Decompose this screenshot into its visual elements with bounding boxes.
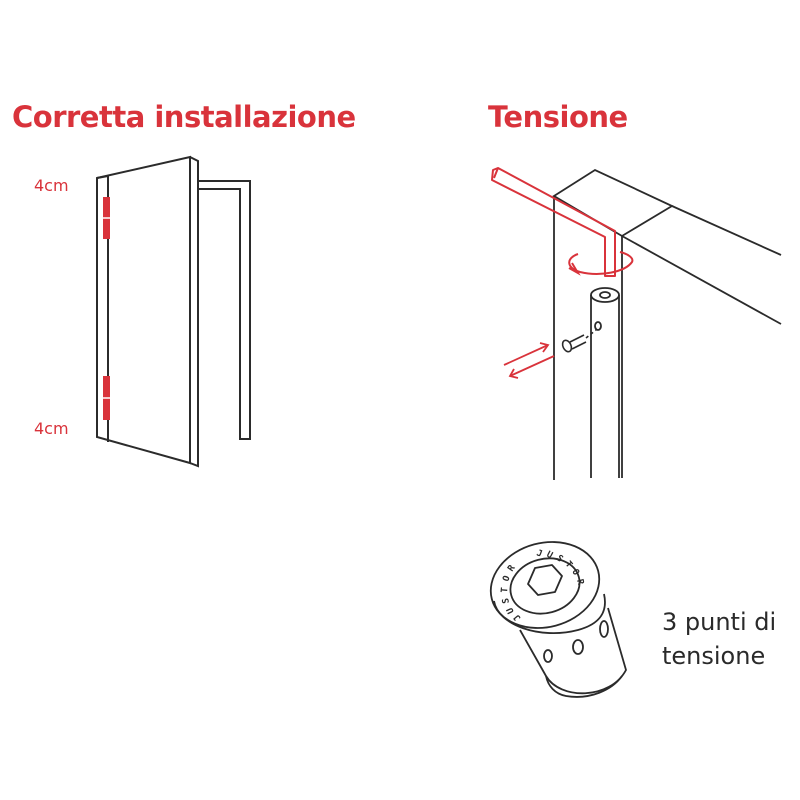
caption-line-1: 3 punti di: [662, 608, 777, 636]
frame-corner-illustration: [552, 168, 782, 480]
hex-key-icon: [491, 167, 616, 277]
screw-icon: [561, 329, 597, 353]
hinge-top-distance-label: 4cm: [34, 176, 69, 195]
svg-text:U: U: [505, 606, 516, 615]
svg-text:J: J: [512, 612, 523, 623]
cap-brand-lettering: J U S T O R R O T S U J: [500, 548, 585, 622]
svg-text:T: T: [500, 586, 510, 593]
caption-line-2: tensione: [662, 642, 766, 670]
svg-text:U: U: [545, 550, 554, 561]
svg-text:O: O: [501, 574, 512, 583]
svg-text:O: O: [569, 568, 581, 578]
svg-text:S: S: [554, 553, 564, 564]
tension-cap-illustration: [489, 541, 627, 698]
door-illustration: [96, 155, 251, 468]
hinge-bottom: [103, 376, 110, 420]
svg-text:J: J: [535, 548, 544, 559]
svg-text:T: T: [563, 560, 575, 571]
bidirectional-arrow-icon: [503, 342, 555, 379]
svg-text:R: R: [506, 563, 518, 574]
title-tensione: Tensione: [488, 100, 628, 134]
tension-points-caption: 3 punti di tensione: [662, 605, 776, 673]
title-corretta-installazione: Corretta installazione: [12, 100, 356, 134]
svg-text:R: R: [574, 578, 585, 586]
rotation-arrow-icon: [568, 251, 634, 276]
hinge-top: [103, 197, 110, 239]
svg-text:S: S: [501, 597, 512, 604]
hinge-bottom-distance-label: 4cm: [34, 419, 69, 438]
